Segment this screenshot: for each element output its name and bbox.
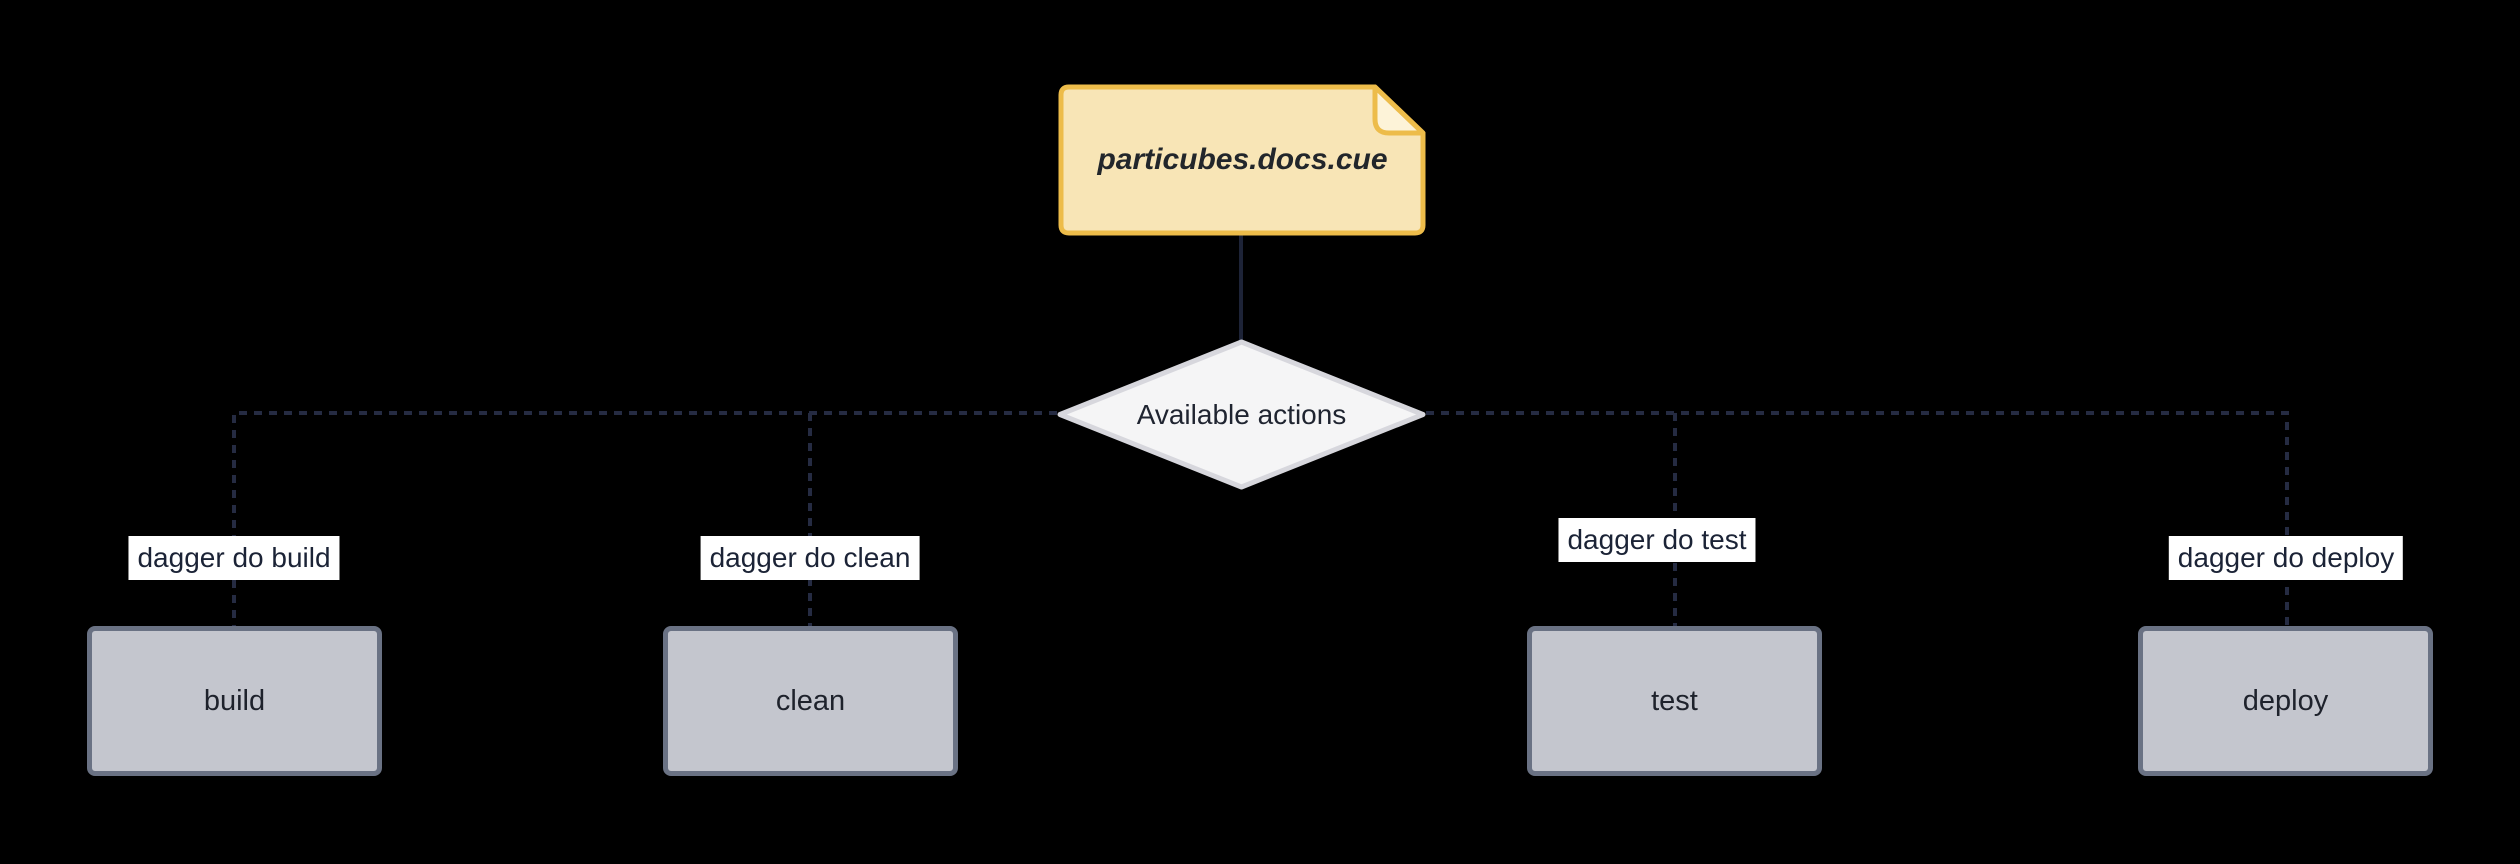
available-actions-label: Available actions xyxy=(1136,398,1347,430)
diamond-shape xyxy=(1057,339,1426,490)
node-deploy: deploy xyxy=(2138,626,2433,776)
build-label: build xyxy=(203,684,266,717)
edge-label-dagger-do-clean: dagger do clean xyxy=(700,536,920,580)
edge-actions-to-build xyxy=(232,411,1057,626)
source-file-label: particubes.docs.cue xyxy=(1097,143,1388,176)
node-build: build xyxy=(87,626,382,776)
clean-label: clean xyxy=(775,684,846,717)
edge-label-dagger-do-build: dagger do build xyxy=(128,536,340,580)
test-label: test xyxy=(1651,684,1698,717)
note-shape xyxy=(1058,84,1426,236)
edge-actions-to-deploy xyxy=(1426,411,2289,626)
node-clean: clean xyxy=(663,626,958,776)
node-available-actions: Available actions xyxy=(1057,339,1426,490)
deploy-label: deploy xyxy=(2242,684,2329,717)
node-test: test xyxy=(1527,626,1822,776)
note-folded-corner xyxy=(1372,84,1426,136)
diamond-shape-svg xyxy=(1057,339,1426,490)
node-source-file: particubes.docs.cue xyxy=(1058,84,1426,236)
edge-label-dagger-do-deploy: dagger do deploy xyxy=(2168,536,2404,580)
edge-label-dagger-do-test: dagger do test xyxy=(1558,518,1756,562)
note-body-shape xyxy=(1058,84,1426,236)
